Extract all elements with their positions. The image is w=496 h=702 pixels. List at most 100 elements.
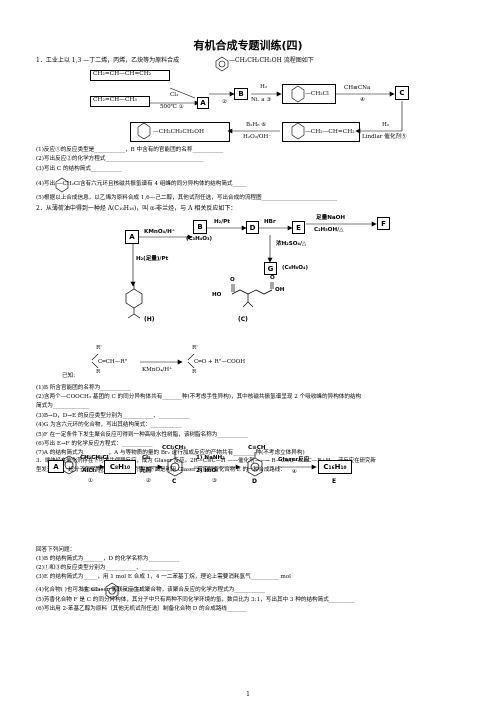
q1-circle2: ② <box>222 99 228 105</box>
q3-sub-6: (6)写出用 2-苯基乙醇为原料（其他无机试剂任选）制备化合物 D 的合成路线_… <box>36 606 247 612</box>
q3-sub-4: (4)化合物( )也可发生 Glaser 偶联反应生成聚合物，该聚合反应的化学方… <box>36 587 266 593</box>
q2-label-h: (H) <box>144 316 155 323</box>
q3-cond-glaser: Glaser反应 <box>278 457 310 463</box>
q1-cond-h2o2: H₂O₂/OH⁻ <box>243 134 272 140</box>
q3-cond-ch3ch2cl: CH₃CH₂Cl <box>80 455 109 461</box>
q1-cond-b2h6: B₂H₆ ⑥ <box>246 122 267 128</box>
q2-known-r3: R' <box>192 345 198 351</box>
q1-allylbenzene: —CH₂—CH=CH₂ <box>282 122 360 142</box>
q2-known: 已知: <box>62 373 76 379</box>
q2-c-o2: O <box>270 275 275 281</box>
q2-intro: 2．从薄荷油中得到一种烃 A(C₁₀H₁₆)，叫 α-非兰烃，与 A 相关反应如… <box>36 205 237 212</box>
q2-box-a: A <box>125 230 139 244</box>
q1-intro-target: —CH₂CH₂CH₂OH 流程图如下 <box>229 57 314 64</box>
q3-label-d: D <box>252 478 257 485</box>
q3-box-b: C₈H₁₀ <box>104 460 136 474</box>
q3-label-c: C <box>172 478 177 485</box>
compound-h-structure <box>125 283 143 319</box>
q3-circle-3: ③ <box>212 478 218 484</box>
q1-cond-500: 500℃ ① <box>160 104 184 110</box>
q3-c-top: CCl₂CH₃ <box>162 445 186 451</box>
q2-sub-5: (5)F 在一定条件下发生聚合反应可得到一种高吸水性树脂，该树脂名称为_____… <box>36 432 249 438</box>
q3-cond-nanh2: 1) NaNH₂ <box>196 455 225 461</box>
q2-sub-6: (6)写出 E→F 的化学反应方程式：___________ <box>36 441 153 447</box>
q2-cond-h2full: H₂(足量)/Pt <box>136 256 169 262</box>
q2-known-r1: R' <box>96 345 102 351</box>
q2-sub-4: (4)G 为含六元环的化合物，写出其结构简式：___________ <box>36 422 182 428</box>
q1-intro: 1．工业上以 1,3 —丁二烯，丙烯，乙炔等为原料合成 <box>36 57 180 64</box>
q2-sub-2b: 简式为_____________ <box>36 403 90 409</box>
q3-sub-1: (1)B 的结构简式为_______，D 的化学名称为___________ <box>36 556 180 562</box>
q1-circle4: ④ <box>360 97 366 103</box>
q2-box-b: B <box>193 220 207 234</box>
q1-benzyl-chloride: —CH₂Cl <box>282 84 336 104</box>
q1-sub-5: (5)根据以上合成信息，以乙烯为原料合成 1,6—己二醇，其他试剂任选，写出合成… <box>36 195 338 201</box>
q2-cond-hbr: HBr <box>264 219 276 225</box>
q3-cond-h2o: 2) H₂O <box>196 468 217 474</box>
q1-box-a: A <box>197 97 209 109</box>
q1-box-b: B <box>234 88 248 100</box>
q1-sub-2: (2)写出反应②的化学方程式__________________________… <box>36 156 204 162</box>
q2-known-cond: KMnO₄/H⁺ <box>142 367 173 373</box>
q2-c-o1: O <box>230 277 235 283</box>
q3-sub-2: (2)①和③的反应类型分别为___________、___________ <box>36 565 173 571</box>
q2-box-d: D <box>246 221 259 234</box>
q1-propene: CH₂=CH—CH₃ <box>90 96 150 107</box>
q1-cond-cl2: Cl₂ <box>170 92 179 98</box>
q3-sub-5: (5)芳香化合物 F 是 C 的同分异构体，其分子中只有两种不同化学环境的氢，数… <box>36 597 354 603</box>
q2-box-f: F <box>377 217 390 230</box>
q3-circle-2: ② <box>146 478 152 484</box>
compound-c-structure <box>231 282 274 308</box>
q2-box-g: G <box>264 262 277 275</box>
q3-answer-intro: 回答下列问题： <box>36 547 76 553</box>
q3-cond-cl2: Cl₂ <box>142 455 151 461</box>
q2-label-c: (C) <box>238 316 248 323</box>
q3-cond-light: 光照 <box>140 468 152 474</box>
q3-intro-2: 型发光材料、超分子化学等方面具有重要价值。下面是利用 Glaser 反应制备化合… <box>36 467 286 473</box>
q1-cond-h2b: H₂ <box>382 122 390 128</box>
q1-cond-lindlar: Lindlar 催化剂⑤ <box>362 134 407 140</box>
q2-cond-h2so4: 浓H₂SO₄/△ <box>276 241 307 247</box>
q3-q4-compound-left: HC≡C— <box>82 587 104 593</box>
q1-sub-3: (3)写出 C 的结构简式___________ <box>36 166 122 172</box>
page-number: 1 <box>246 691 250 698</box>
q3-circle-1: ① <box>88 478 94 484</box>
q3-intro-1: 3．端炔烃在催化剂存在下可发生偶联反应，成为 Glaser 反应。2R—C≡C—… <box>36 458 376 464</box>
q1-sub-1: (1)反应①的反应类型是___________，B 中含有的官能团的名称____… <box>36 147 224 153</box>
q1-box-c: C <box>395 86 409 100</box>
q1-butadiene: CH₂=CH—CH=CH₂ <box>90 70 170 81</box>
q2-known-right: C═O + R"—COOH <box>194 359 246 365</box>
q3-q4-compound-right: —C≡CH <box>120 587 142 593</box>
q2-sub-1: (1)B 所含官能团的名称为___________ <box>36 385 131 391</box>
q2-known-r2: R <box>96 369 101 375</box>
q2-cond-c2h5oh: C₂H₅OH/△ <box>314 227 344 233</box>
q3-box-e: C₁₆H₁₀ <box>318 460 352 474</box>
q2-sub-2: (2)含两个—COOCH₃ 基团的 C 的同分异构体共有_______种(不考虑… <box>36 394 362 400</box>
page-title: 有机合成专题训练(四) <box>193 39 303 52</box>
q2-known-r4: R <box>192 369 197 375</box>
q2-formula-b: (C₃H₄O₃) <box>186 236 213 242</box>
q3-d-top: C≡CH <box>248 445 266 451</box>
q2-sub-7: (7)A 的结构简式为_________，A 与等物质的量的 Br₂ 进行加成反… <box>36 450 305 456</box>
q3-sub-3: (3)E 的结构简式为_____，用 1 mol E 合成 1，4 一二苯基丁烷… <box>36 574 291 580</box>
q2-c-oh: OH <box>275 287 285 293</box>
q2-cond-kmno4: KMnO₄/H⁺ <box>144 229 175 235</box>
q3-label-e: E <box>332 478 337 485</box>
q2-known-left: C═CH—R" <box>98 359 128 365</box>
q2-cond-h2pt: H₂/Pt <box>214 219 230 225</box>
q1-sub-4: (4)写出 —CH₂Cl含有六元环且核磁共振氢谱有 4 组峰的同分异构体的结构简… <box>36 181 247 187</box>
q3-cond-alcl3: AlCl₃ △ <box>82 468 103 474</box>
q3-circle-4: ④ <box>292 469 298 475</box>
q1-product: —CH₂CH₂CH₂OH <box>130 122 230 142</box>
q2-formula-g: (C₆H₈O₄) <box>282 265 309 271</box>
q1-cond-h2: H₂ <box>260 84 268 90</box>
q1-cond-chcna: CH≡CNa <box>344 85 371 91</box>
q2-c-ho: HO <box>212 292 222 298</box>
q2-sub-3: (3)B→D，D→E 的反应类型分别为___________、_________… <box>36 413 190 419</box>
q3-route: A CH₃CH₂Cl AlCl₃ △ ① C₈H₁₀ Cl₂ 光照 ② CCl₂… <box>0 44 496 485</box>
q1-cond-ni: Ni. a ③ <box>251 97 272 103</box>
q2-cond-naoh: 足量NaOH <box>316 215 346 221</box>
q2-box-e: E <box>292 221 305 234</box>
q3-box-a: A <box>48 460 64 473</box>
